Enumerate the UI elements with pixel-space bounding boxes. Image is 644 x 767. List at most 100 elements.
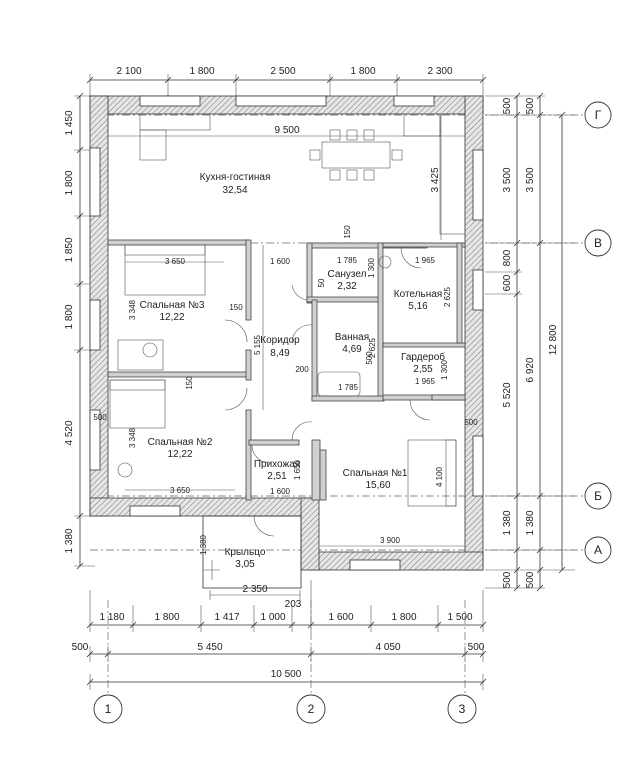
axis-label-a: А <box>594 543 602 557</box>
dim-bed2-depth: 3 348 <box>128 427 137 448</box>
dim-bed3-depth: 3 348 <box>128 299 137 320</box>
room-bath-name: Ванная <box>335 332 369 343</box>
room-bed3-name: Спальная №3 <box>140 300 205 311</box>
room-bed1-name: Спальная №1 <box>343 468 408 479</box>
dim-right-inner-7: 500 <box>502 571 513 588</box>
dim-hall-1650: 1 650 <box>293 459 302 480</box>
dim-top-4: 1 800 <box>350 66 375 77</box>
room-porch-name: Крыльцо <box>225 547 266 558</box>
dim-bed1-500: 500 <box>464 418 478 427</box>
dim-bottom-2: 1 800 <box>154 612 179 623</box>
dim-bath-1300: 1 300 <box>367 257 376 278</box>
room-wc-name: Санузел <box>328 269 367 280</box>
dim-bottom-7: 1 500 <box>447 612 472 623</box>
axis-circle-3 <box>447 694 477 724</box>
dim-top-3: 2 500 <box>270 66 295 77</box>
dim-bed1-depth: 4 100 <box>435 466 444 487</box>
dim-right-outer-4: 1 380 <box>525 510 536 535</box>
axis-label-1: 1 <box>105 702 112 716</box>
room-hall-name: Прихожая <box>254 459 300 470</box>
dim-left-5: 4 520 <box>64 420 75 445</box>
dim-right-outer-1: 500 <box>525 97 536 114</box>
dim-150-a: 150 <box>343 225 352 239</box>
axis-label-g: Г <box>595 108 602 122</box>
axis-label-v: В <box>594 236 602 250</box>
axis-label-3: 3 <box>459 702 466 716</box>
dim-left-1: 1 450 <box>64 110 75 135</box>
bottom-dimension-row-2: 500 5 450 4 050 500 <box>72 642 487 662</box>
dim-bottom-5: 1 600 <box>328 612 353 623</box>
dim-bottom2-2: 5 450 <box>197 642 222 653</box>
dim-bed1-width: 3 900 <box>380 536 401 545</box>
dim-right-inner-5: 5 520 <box>502 382 513 407</box>
dim-ward-1300: 1 300 <box>440 359 449 380</box>
dim-bath-500: 500 <box>365 351 374 365</box>
dim-bath-bottom-width: 1 785 <box>338 383 359 392</box>
dim-bed2-150: 150 <box>185 376 194 390</box>
dim-right-inner-6: 1 380 <box>502 510 513 535</box>
dim-right-inner-3: 800 <box>502 249 513 266</box>
axis-circle-b <box>584 482 612 510</box>
dim-corridor-1600: 1 600 <box>270 257 291 266</box>
axis-circle-2 <box>296 694 326 724</box>
room-bed1-area: 15,60 <box>365 480 390 491</box>
room-bath-area: 4,69 <box>342 344 362 355</box>
dim-kitchen-width: 9 500 <box>274 125 299 136</box>
dim-top-1: 2 100 <box>116 66 141 77</box>
dim-porch-width: 2 350 <box>242 584 267 595</box>
room-bed2-area: 12,22 <box>167 449 192 460</box>
dim-bottom2-4: 500 <box>468 642 485 653</box>
room-corridor-area: 8,49 <box>270 348 290 359</box>
dim-right-total: 12 800 <box>548 324 559 355</box>
dim-bed3-150: 150 <box>229 303 243 312</box>
room-wardrobe-name: Гардероб <box>401 351 445 363</box>
dim-bath-top-width: 1 785 <box>337 256 358 265</box>
dim-ward-width: 1 965 <box>415 377 436 386</box>
dim-bottom2-3: 4 050 <box>375 642 400 653</box>
room-wardrobe-area: 2,55 <box>413 364 433 375</box>
dim-right-inner-2: 3 500 <box>502 167 513 192</box>
dim-left-6: 1 380 <box>64 528 75 553</box>
interior-walls <box>107 239 466 501</box>
left-dimension-line: 1 450 1 800 1 850 1 800 4 520 1 380 <box>64 92 95 570</box>
windows <box>89 95 484 571</box>
dim-right-outer-3: 6 920 <box>525 357 536 382</box>
axis-circle-1 <box>93 694 123 724</box>
interior-dimensions: 9 500 3 425 150 3 650 3 348 150 1 600 5 … <box>93 115 478 547</box>
exterior-walls <box>89 95 484 571</box>
axis-circle-a <box>584 536 612 564</box>
dim-right-inner-1: 500 <box>502 97 513 114</box>
dim-boiler-depth: 2 625 <box>443 286 452 307</box>
room-kitchen-name: Кухня-гостиная <box>200 172 271 183</box>
dim-bottom-203: 203 <box>285 599 302 610</box>
dim-bottom-total: 10 500 <box>271 669 302 680</box>
dim-bed2-width: 3 650 <box>170 486 191 495</box>
axis-label-b: Б <box>594 489 602 503</box>
bottom-dimension-total: 10 500 <box>86 669 487 690</box>
top-dimension-line: 2 100 1 800 2 500 1 800 2 300 <box>86 66 487 97</box>
dim-bed3-width: 3 650 <box>165 257 186 266</box>
dim-bottom-4: 1 000 <box>260 612 285 623</box>
dim-top-5: 2 300 <box>427 66 452 77</box>
dim-left-4: 1 800 <box>64 304 75 329</box>
dim-left-3: 1 850 <box>64 237 75 262</box>
dim-left-2: 1 800 <box>64 170 75 195</box>
dim-bottom2-1: 500 <box>72 642 89 653</box>
dim-bottom-1: 1 180 <box>99 612 124 623</box>
axis-circle-v <box>584 229 612 257</box>
dim-right-outer-5: 500 <box>525 571 536 588</box>
axis-circle-g <box>584 101 612 129</box>
dim-right-outer-2: 3 500 <box>525 167 536 192</box>
room-labels: Кухня-гостиная 32,54 Спальная №3 12,22 С… <box>140 172 446 570</box>
room-boiler-name: Котельная <box>394 289 442 300</box>
dim-bath-2625: 2 625 <box>368 337 377 358</box>
right-dimension-lines: 500 3 500 800 600 5 520 1 380 500 500 3 … <box>485 92 575 592</box>
axis-markers-vertical: 1 2 3 <box>93 600 477 724</box>
room-corridor-name: Коридор <box>260 335 300 346</box>
porch: 2 350 1 380 <box>199 515 302 600</box>
dim-bottom-3: 1 417 <box>214 612 239 623</box>
room-bed2-name: Спальная №2 <box>148 437 213 448</box>
bottom-dimension-row-1: 1 180 1 800 1 417 1 000 1 600 1 800 1 50… <box>86 580 487 632</box>
room-porch-area: 3,05 <box>235 559 255 570</box>
